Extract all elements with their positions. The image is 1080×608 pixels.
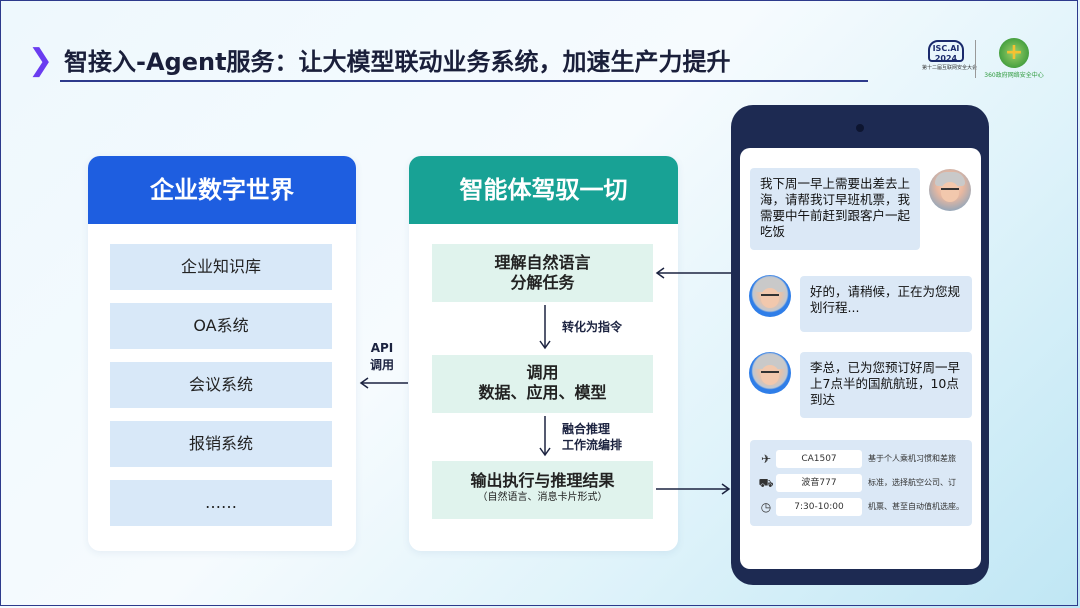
agent-panel: 智能体驾驭一切 理解自然语言 分解任务 调用 数据、应用、模型 输出执行与推理结… [409,156,678,551]
avatar-hair [935,172,965,186]
user-avatar [929,169,971,211]
arrow-right-icon [656,483,731,495]
360-caption: 360政府网络安全中心 [984,72,1044,79]
avatar-glasses [761,371,779,379]
item-oa-system: OA系统 [110,303,332,349]
arrow-down-icon [539,416,551,457]
chevron-right-icon: ❯ [28,43,54,78]
user-message-bubble: 我下周一早上需要出差去上海，请帮我订早班机票，我需要中午前赶到跟客户一起吃饭 [750,168,920,250]
360-shield-icon: + [999,38,1029,68]
camera-icon [856,124,864,132]
arrow-label-orchestrate: 融合推理 工作流编排 [562,422,623,452]
card-flight-number: CA1507 [776,450,862,468]
assistant-message-bubble-2: 李总，已为您预订好周一早上7点半的国航航班，10点到达 [800,352,972,418]
card-row-aircraft: ⛟ 波音777 标准，选择航空公司、订 [758,474,964,492]
item-expense-system: 报销系统 [110,421,332,467]
isc-ai-caption: 第十二届互联网安全大会 [922,65,978,71]
card-row-flight: ✈ CA1507 基于个人乘机习惯和差旅 [758,450,964,468]
clock-icon: ◷ [760,500,772,514]
card-desc-2: 标准，选择航空公司、订 [868,478,956,487]
avatar-face [761,288,779,308]
card-aircraft: 波音777 [776,474,862,492]
item-meeting-system: 会议系统 [110,362,332,408]
slide-title: 智接入-Agent服务：让大模型联动业务系统，加速生产力提升 [64,48,731,76]
card-desc-1: 基于个人乘机习惯和差旅 [868,454,956,463]
assistant-message-bubble-1: 好的，请稍候，正在为您规划行程... [800,276,972,332]
car-icon: ⛟ [758,476,774,490]
step-output-title: 输出执行与推理结果 [470,471,615,490]
avatar-face [941,182,959,202]
arrow-left-icon [655,267,732,279]
assistant-avatar [749,275,791,317]
card-row-time: ◷ 7:30-10:00 机票、甚至自动值机选座。 [758,498,964,516]
enterprise-digital-world-panel: 企业数字世界 企业知识库 OA系统 会议系统 报销系统 …… [88,156,356,551]
api-call-label: API 调用 [369,341,394,372]
flight-message-card[interactable]: ✈ CA1507 基于个人乘机习惯和差旅 ⛟ 波音777 标准，选择航空公司、订… [750,440,972,526]
step-output-subtitle: （自然语言、消息卡片形式） [477,492,608,503]
plane-icon: ✈ [760,452,772,466]
card-desc-3: 机票、甚至自动值机选座。 [868,502,964,511]
360-logo: + 360政府网络安全中心 [980,38,1048,79]
assistant-avatar [749,352,791,394]
step-understand-language: 理解自然语言 分解任务 [432,244,653,302]
panel-title-agent: 智能体驾驭一切 [409,156,678,224]
logo-divider [975,40,976,78]
item-knowledge-base: 企业知识库 [110,244,332,290]
arrow-left-icon [359,377,408,389]
avatar-glasses [761,294,779,302]
avatar-face [761,365,779,385]
avatar-glasses [941,188,959,196]
avatar-hair [755,355,785,369]
title-underline [60,80,868,82]
item-more: …… [110,480,332,526]
arrow-down-icon [539,305,551,350]
step-invoke-resources: 调用 数据、应用、模型 [432,355,653,413]
panel-title-enterprise: 企业数字世界 [88,156,356,224]
card-time: 7:30-10:00 [776,498,862,516]
arrow-label-convert: 转化为指令 [562,320,623,334]
avatar-hair [755,278,785,292]
step-output-results: 输出执行与推理结果 （自然语言、消息卡片形式） [432,461,653,519]
